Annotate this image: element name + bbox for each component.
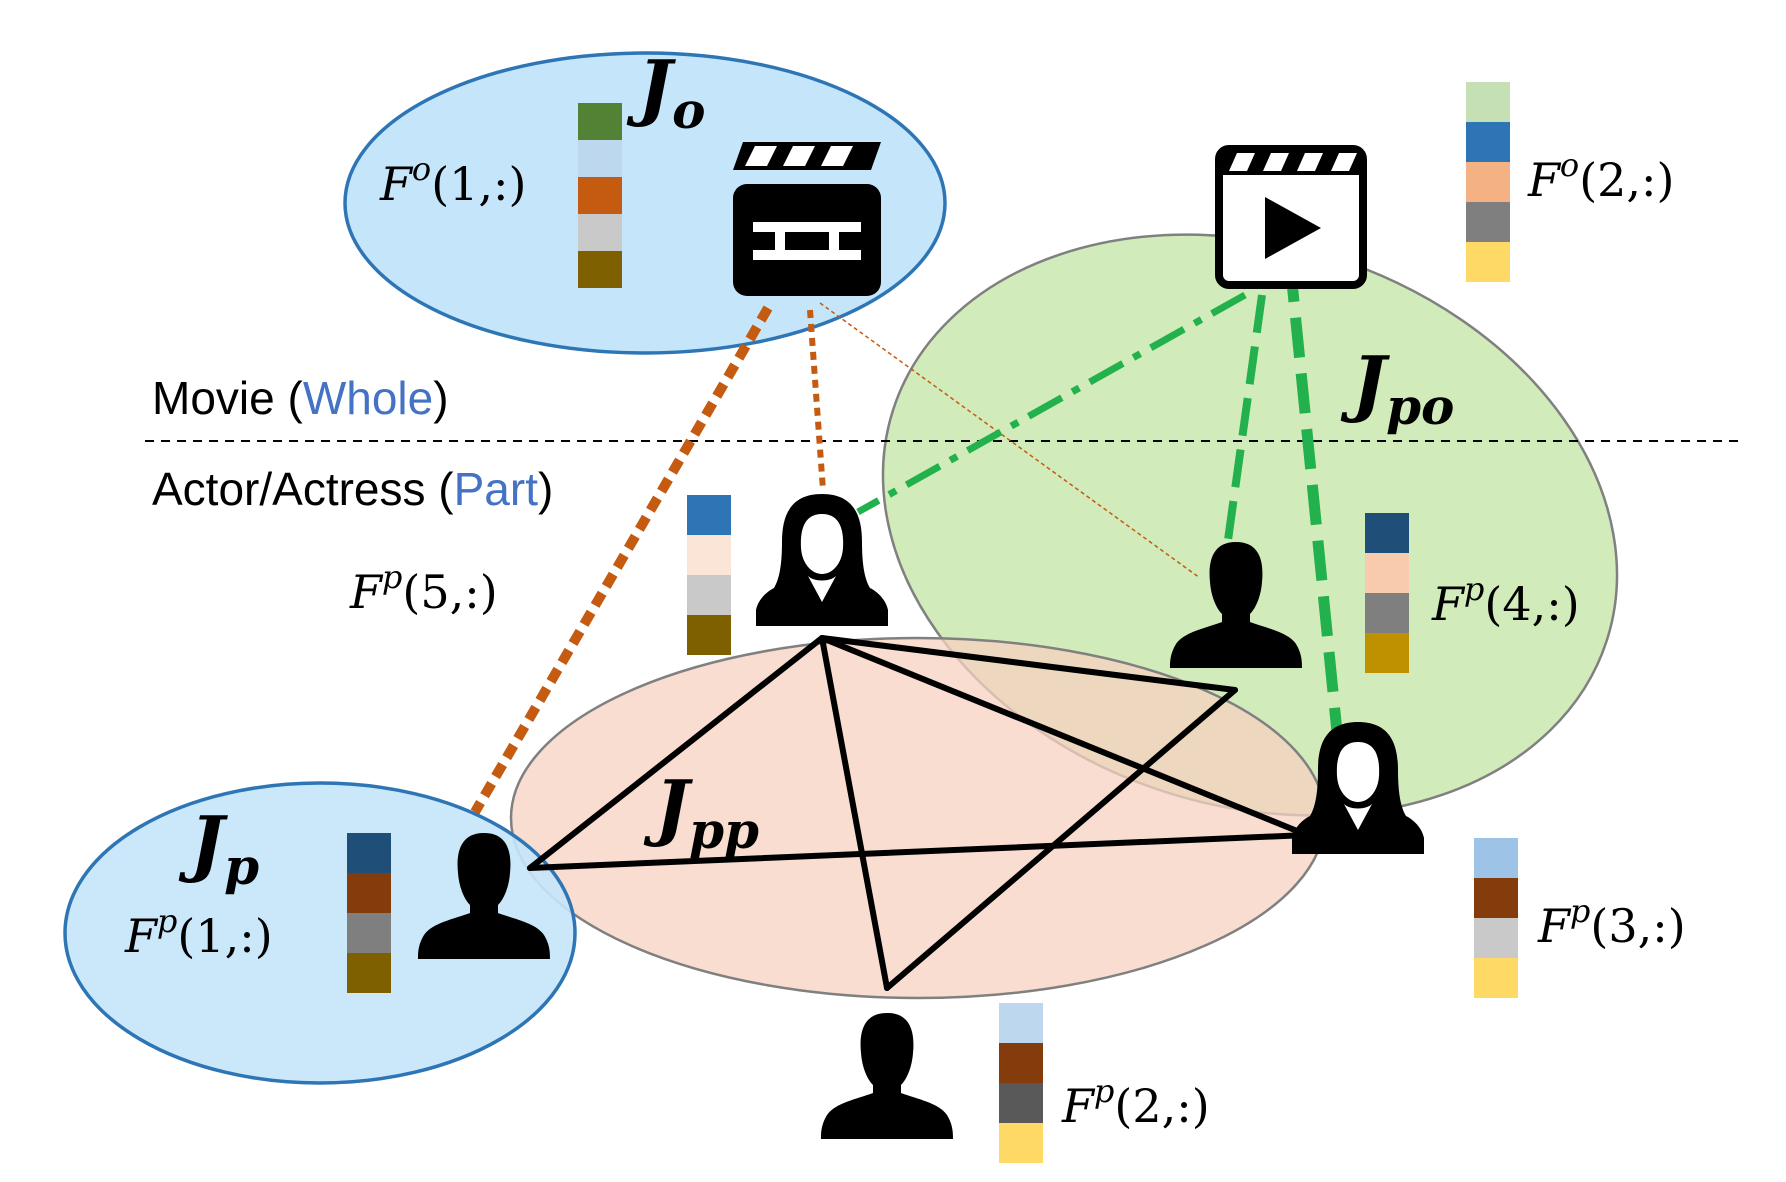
feature-cell-fp3-1 — [1474, 838, 1518, 878]
video-play-icon — [1215, 145, 1367, 289]
feature-bar-fp3 — [1474, 838, 1518, 998]
feature-cell-fp5-3 — [687, 575, 731, 615]
jpo-edges — [856, 261, 1343, 733]
feature-cell-fp4-1 — [1365, 513, 1409, 553]
feature-label-fp1: Fp(1,:) — [124, 902, 273, 963]
feature-label-fp5: Fp(5,:) — [349, 558, 498, 619]
edge-p1-p3 — [527, 832, 1310, 871]
feature-cell-fo1-1 — [578, 103, 622, 140]
feature-cell-fo2-4 — [1466, 202, 1510, 242]
feature-bar-fp2 — [999, 1003, 1043, 1163]
feature-bar-fp4 — [1365, 513, 1409, 673]
feature-label-fp4: Fp(4,:) — [1431, 570, 1580, 631]
feature-label-fp2: Fp(2,:) — [1061, 1072, 1210, 1133]
edge-o2-p4 — [1224, 294, 1266, 541]
feature-bar-fo1 — [578, 103, 622, 288]
edge-p5-p4 — [819, 635, 1238, 693]
feature-cell-fp2-4 — [999, 1123, 1043, 1163]
edge-o1-p5 — [807, 309, 826, 491]
feature-bar-fp5 — [687, 495, 731, 655]
feature-cell-fo2-3 — [1466, 162, 1510, 202]
edge-o1-p4 — [819, 302, 1201, 579]
feature-cell-fo2-1 — [1466, 82, 1510, 122]
jp-blue-ellipse — [63, 781, 577, 1085]
feature-cell-fp3-3 — [1474, 918, 1518, 958]
edge-p2-p4 — [884, 687, 1238, 991]
feature-cell-fo2-2 — [1466, 122, 1510, 162]
edge-o2-p5 — [856, 291, 1247, 516]
movie-region-label: Movie (Whole) — [152, 372, 449, 424]
feature-cell-fp4-4 — [1365, 633, 1409, 673]
feature-cell-fp4-2 — [1365, 553, 1409, 593]
feature-cell-fo1-4 — [578, 214, 622, 251]
actor-region-label: Actor/Actress (Part) — [152, 463, 553, 515]
feature-cell-fp5-4 — [687, 615, 731, 655]
edge-p5-p3 — [819, 635, 1310, 838]
edge-o2-p3 — [1284, 261, 1343, 733]
feature-cell-fp3-2 — [1474, 878, 1518, 918]
feature-cell-fo1-5 — [578, 251, 622, 288]
feature-cell-fp2-3 — [999, 1083, 1043, 1123]
jpp-orange-ellipse — [509, 636, 1327, 1000]
edge-p5-p2 — [819, 635, 890, 991]
jo-edges — [470, 302, 1201, 815]
feature-cell-fo1-2 — [578, 140, 622, 177]
feature-bar-fo2 — [1466, 82, 1510, 282]
feature-cell-fp2-1 — [999, 1003, 1043, 1043]
feature-cell-fp5-2 — [687, 535, 731, 575]
feature-label-fo1: Fo(1,:) — [379, 150, 526, 211]
feature-cell-fp1-1 — [347, 833, 391, 873]
feature-label-fp3: Fp(3,:) — [1537, 892, 1686, 953]
feature-cell-fp2-2 — [999, 1043, 1043, 1083]
feature-cell-fo2-5 — [1466, 242, 1510, 282]
jpp-edges — [527, 635, 1310, 991]
feature-cell-fp1-4 — [347, 953, 391, 993]
edge-p5-p1 — [527, 635, 825, 871]
female-person-icon-p5 — [756, 494, 888, 626]
feature-cell-fp1-2 — [347, 873, 391, 913]
feature-cell-fp5-1 — [687, 495, 731, 535]
jpp-label: Jpp — [643, 764, 759, 860]
jpo-label: Jpo — [1340, 340, 1454, 436]
feature-bar-fp1 — [347, 833, 391, 993]
clapperboard-icon — [733, 142, 881, 296]
feature-cell-fp4-3 — [1365, 593, 1409, 633]
feature-cell-fp1-3 — [347, 913, 391, 953]
feature-label-fo2: Fo(2,:) — [1527, 146, 1674, 207]
male-person-icon-p2 — [821, 1013, 953, 1139]
feature-cell-fp3-4 — [1474, 958, 1518, 998]
edge-o1-p1 — [470, 305, 773, 815]
feature-cell-fo1-3 — [578, 177, 622, 214]
